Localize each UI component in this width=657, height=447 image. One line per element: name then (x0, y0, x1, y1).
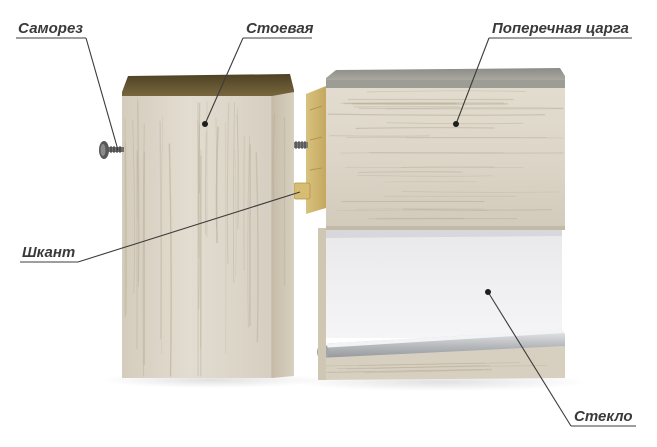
glass-marker (485, 289, 491, 295)
dowel (293, 182, 311, 200)
panel-left-edge (318, 228, 326, 380)
rail-grain-line (329, 135, 430, 137)
rail-wood-grain (327, 90, 564, 220)
stile-grain-line (234, 149, 237, 277)
stile-grain-line (124, 142, 128, 315)
stile-grain-line (168, 143, 172, 377)
tenon-joint (306, 86, 326, 214)
stile-grain-line (137, 98, 140, 288)
bottom-rail-grain (321, 362, 547, 374)
screw (99, 141, 124, 159)
glass-shadow (326, 230, 562, 238)
rail-marker (453, 121, 459, 127)
glazing-bead (318, 330, 565, 360)
bottom-rail (318, 346, 565, 380)
rail-grain-line (340, 102, 505, 104)
stile-grain-line (233, 102, 235, 283)
bottom-grain-line (373, 365, 490, 369)
bottom-grain-line (363, 369, 493, 374)
glazing-bead-highlight (318, 330, 564, 348)
rail-grain-line (385, 107, 564, 110)
stile-side (272, 92, 294, 378)
rail-grain-line (366, 90, 527, 93)
stile-grain-line (132, 119, 135, 294)
stile-grain-line (224, 121, 227, 355)
rail-grain-line (355, 127, 495, 129)
stile-face (122, 96, 272, 378)
tenon-ring-1 (309, 105, 323, 111)
screw-thread (294, 141, 308, 149)
rail-assembly (317, 68, 565, 380)
stile-grain-line (255, 152, 259, 343)
callout-screw: Саморез (16, 20, 119, 151)
label-rail: Поперечная царга (492, 20, 629, 37)
rail-grain-line (327, 113, 546, 116)
tenon-ring-2 (309, 136, 323, 141)
rail-grain-line (355, 102, 459, 105)
glass-panel (326, 230, 562, 338)
bottom-grain-line (327, 368, 493, 373)
rail-grain-line (384, 180, 478, 183)
tenon-block (306, 86, 326, 214)
tenon-ring-3 (309, 167, 323, 171)
stile-grain-line (215, 117, 218, 229)
rail-grain-line (355, 208, 484, 210)
rail-bottom-edge (326, 226, 565, 230)
rail-grain-line (358, 107, 564, 110)
stile-grain-line (215, 126, 219, 244)
rail-grain-line (357, 174, 493, 177)
stile-top (122, 74, 294, 98)
rail-top-strip (326, 80, 565, 88)
callout-dowel: Шкант (20, 191, 301, 263)
bottom-grain-line (358, 362, 520, 366)
label-screw: Саморез (18, 20, 83, 37)
bottom-grain-line (325, 369, 483, 373)
stile-grain-line (226, 102, 230, 265)
rail-grain-line (358, 171, 463, 174)
label-dowel: Шкант (22, 244, 75, 261)
stile-grain-line (159, 120, 162, 340)
callout-rail: Поперечная царга (453, 20, 632, 127)
stile-grain-line (272, 113, 276, 200)
stile-marker (202, 121, 208, 127)
stile-wood-grain (124, 98, 286, 377)
label-glass: Стекло (574, 408, 633, 425)
rail-face (326, 88, 565, 228)
bottom-grain-line (336, 365, 547, 369)
stile-grain-line (136, 101, 139, 220)
rail-grain-line (403, 208, 552, 211)
stile-grain-line (198, 124, 201, 258)
callout-glass: Стекло (485, 289, 636, 427)
stile-grain-line (161, 115, 163, 355)
stile-grain-line (247, 135, 251, 328)
stile (122, 74, 294, 378)
callout-stile: Стоевая (202, 20, 314, 127)
stile-grain-line (204, 131, 207, 236)
bottom-grain-line (321, 362, 486, 367)
label-stile: Стоевая (246, 20, 314, 37)
stile-grain-line (236, 114, 240, 230)
rail-grain-line (401, 191, 560, 193)
bottom-grain-line (346, 365, 479, 370)
